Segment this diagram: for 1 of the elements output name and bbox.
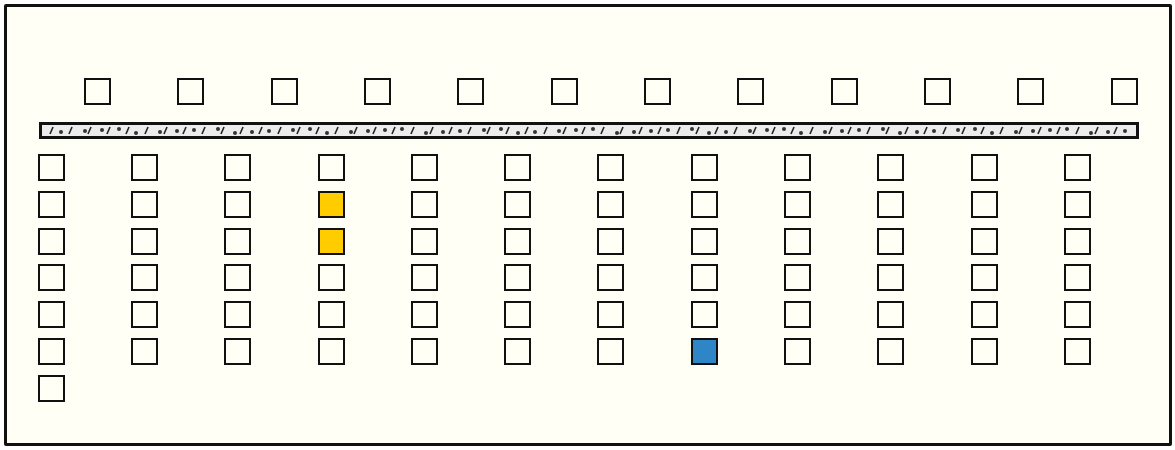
- speckled-bar: [39, 122, 1139, 139]
